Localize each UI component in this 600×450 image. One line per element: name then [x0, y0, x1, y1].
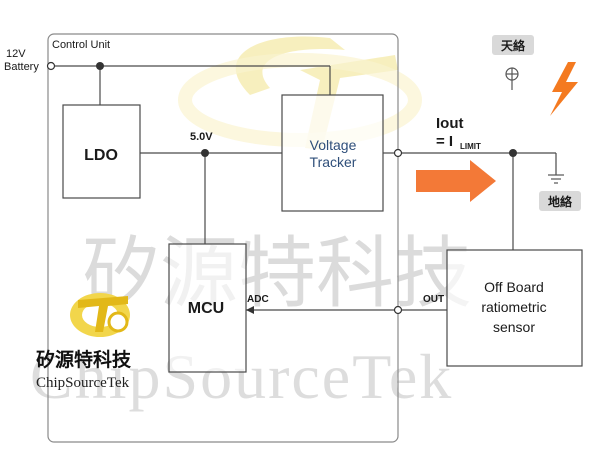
battery-label: Battery — [4, 61, 39, 73]
control-unit-label: Control Unit — [52, 39, 110, 51]
logo-emblem-icon — [70, 293, 130, 337]
short-to-ground-label: 地絡 — [548, 194, 573, 209]
sensor-terminal — [393, 305, 403, 315]
ground-symbol-icon — [548, 174, 564, 184]
sensor-block — [446, 249, 583, 367]
battery-voltage-label: 12V — [6, 48, 26, 60]
mcu-label: MCU — [188, 300, 224, 317]
watermark-cn: 矽源特科技 — [82, 230, 472, 317]
output-terminal — [393, 148, 403, 158]
mcu-block — [168, 243, 247, 373]
sensor-label-line3: sensor — [493, 319, 535, 335]
logo-text-cn: 矽源特科技 — [36, 348, 132, 371]
short-to-battery-label: 天絡 — [501, 38, 526, 53]
tracker-label-line1: Voltage — [310, 137, 357, 153]
orange-arrow-icon — [416, 160, 496, 202]
fuse-symbol-icon — [505, 67, 519, 90]
junction-dot — [509, 149, 517, 157]
limit-equation-label: = I — [436, 133, 453, 150]
lightning-bolt-icon — [550, 62, 578, 116]
short-to-battery-badge — [492, 35, 534, 55]
limit-subscript: LIMIT — [460, 142, 481, 151]
adc-arrowhead-icon — [246, 306, 254, 314]
out-label: OUT — [423, 294, 444, 305]
voltage-tracker-block — [281, 94, 384, 212]
adc-label: ADC — [247, 294, 269, 305]
rail-voltage-label: 5.0V — [190, 131, 213, 143]
junction-dot — [96, 62, 104, 70]
short-to-ground-badge — [539, 191, 581, 211]
ldo-label: LDO — [84, 147, 118, 164]
battery-terminal — [46, 61, 56, 71]
logo-text-en: ChipSourceTek — [36, 375, 130, 391]
iout-label: Iout — [436, 115, 464, 132]
sensor-label-line1: Off Board — [484, 279, 544, 295]
control-unit-boundary — [47, 33, 399, 443]
wiring — [51, 65, 557, 311]
junction-dot — [201, 149, 209, 157]
sensor-label-line2: ratiometric — [481, 299, 546, 315]
ldo-block — [62, 104, 141, 199]
tracker-label-line2: Tracker — [310, 154, 357, 170]
